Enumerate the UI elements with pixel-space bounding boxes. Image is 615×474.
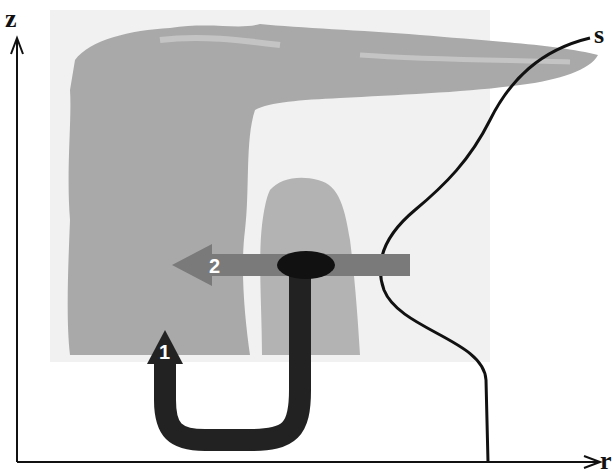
callout-number: 1: [159, 342, 170, 362]
arrowhead: [147, 330, 183, 364]
rock-texture: [160, 38, 280, 45]
callout-number: 2: [209, 256, 220, 276]
source-ellipse: [277, 251, 335, 279]
axis-arrowhead: [584, 456, 600, 468]
flow-arrow: [165, 268, 300, 440]
curve-label: s: [594, 22, 604, 48]
axis-label: z: [5, 6, 17, 32]
z-axis: [16, 40, 18, 462]
axis-label: r: [600, 448, 612, 474]
r-axis: [17, 461, 598, 463]
interface-curve: [380, 38, 590, 462]
axis-arrowhead: [11, 38, 23, 54]
rock-mass: [68, 24, 598, 355]
